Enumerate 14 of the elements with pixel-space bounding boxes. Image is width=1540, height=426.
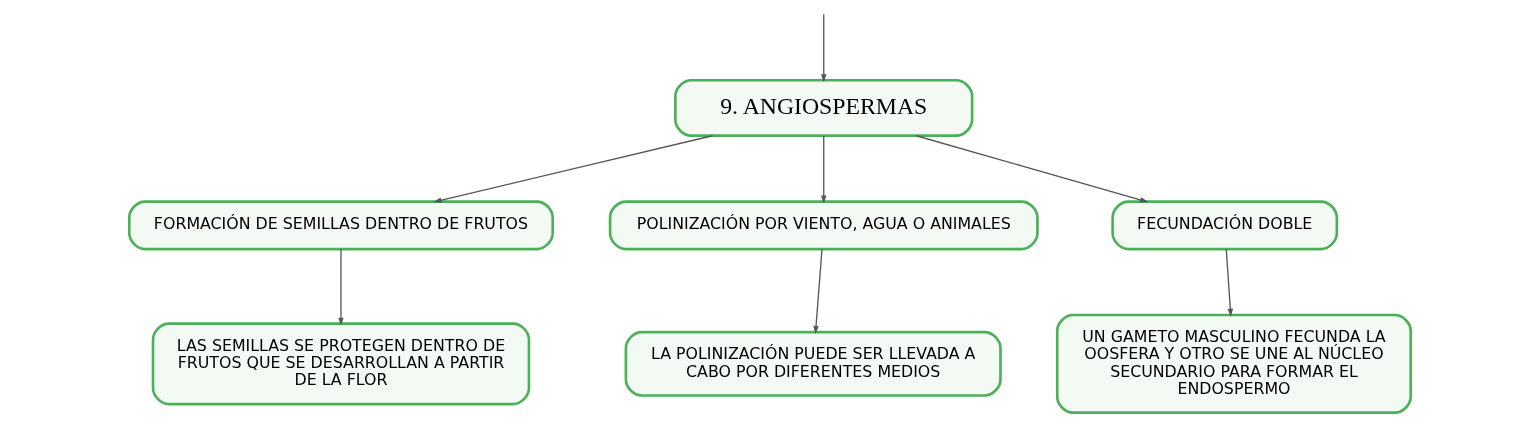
node-box: FECUNDACIÓN DOBLE [1111,200,1339,251]
arrow [338,248,344,326]
arrow [433,135,714,203]
node-box: FORMACIÓN DE SEMILLAS DENTRO DE FRUTOS [127,200,554,251]
arrow [820,135,827,204]
arrow [820,13,827,83]
node-box: LAS SEMILLAS SE PROTEGEN DENTRO DE FRUTOS QUE SE DESARROLLAN A PARTIR DE LA FLOR [151,322,531,406]
node-box: POLINIZACIÓN POR VIENTO, AGUA O ANIMALES [608,200,1039,251]
node-box: UN GAMETO MASCULINO FECUNDA LA OOSFERA Y OTRO SE UNE AL NÚCLEO SECUNDARIO PARA FORMAR EL ENDOSPERMO [1055,313,1413,414]
node-box: LA POLINIZACIÓN PUEDE SER LLEVADA A CABO POR DIFERENTES MEDIOS [624,330,1002,397]
node-box: 9. ANGIOSPERMAS [674,78,974,137]
arrow [915,135,1149,203]
arrow [813,248,823,334]
arrow [1225,248,1234,317]
